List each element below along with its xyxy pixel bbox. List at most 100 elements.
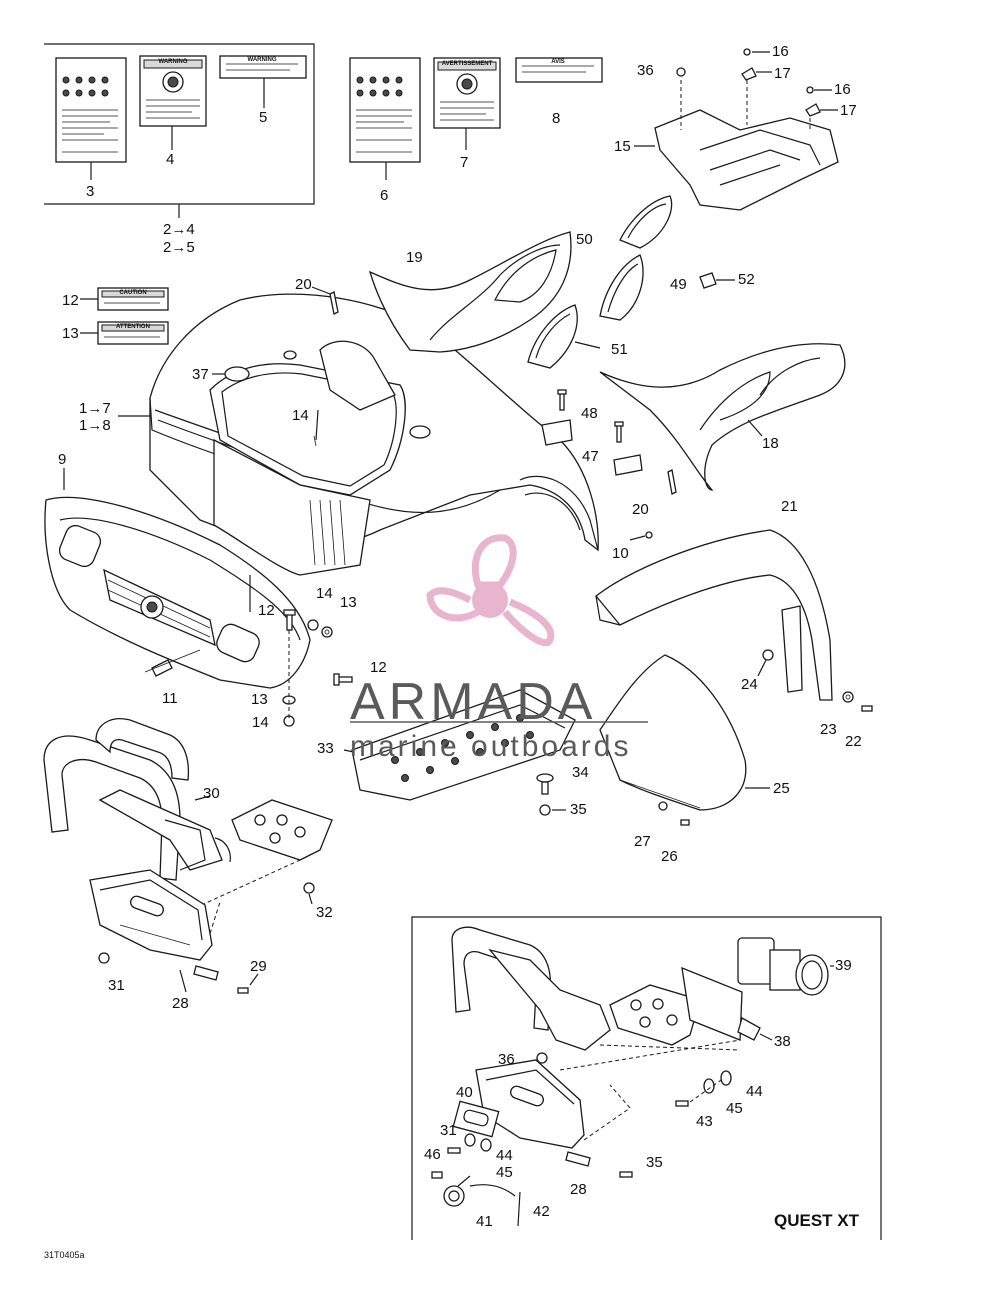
watermark-tagline: marine outboards (350, 730, 632, 763)
front-bumper-9 (44, 496, 311, 689)
inset-washer-45-a (703, 1078, 715, 1094)
clip-17-a (741, 67, 757, 81)
callout-49: 49 (670, 276, 687, 293)
callout-51: 51 (611, 341, 628, 358)
callout-27: 27 (634, 833, 651, 850)
propeller-logo-icon (426, 534, 555, 647)
cable-42 (469, 1184, 521, 1227)
callout-8: 8 (552, 110, 561, 127)
callout-14-hood: 14 (292, 407, 309, 424)
fastener-34 (536, 773, 554, 795)
callout-1-to-7: 1→7 (79, 400, 111, 417)
decal-group-frame (44, 43, 315, 218)
callout-45-inset: 45 (496, 1164, 513, 1181)
screw-16-b (806, 86, 814, 94)
callout-38: 38 (774, 1033, 791, 1050)
bracket-47 (541, 419, 643, 476)
callout-21: 21 (781, 498, 798, 515)
callout-31: 31 (108, 977, 125, 994)
callout-32: 32 (316, 904, 333, 921)
inset-washer-44-a (720, 1070, 732, 1086)
callout-26: 26 (661, 848, 678, 865)
callout-12-upper: 12 (258, 602, 275, 619)
callout-17-b: 17 (840, 102, 857, 119)
callout-11: 11 (162, 690, 178, 707)
decal-5 (219, 55, 307, 108)
vent-grille-49 (599, 254, 644, 321)
nut-36-a (676, 67, 686, 77)
nut-32 (303, 882, 315, 894)
side-panel-18 (599, 343, 846, 491)
callout-22: 22 (845, 733, 862, 750)
winch-bracket-38 (681, 966, 773, 1041)
callout-19: 19 (406, 249, 423, 266)
plug-37 (212, 366, 250, 382)
decal-5-caption: WARNING (247, 57, 277, 63)
inset-washer-44-b (480, 1138, 492, 1152)
callout-13-upper: 13 (340, 594, 357, 611)
callout-42: 42 (533, 1203, 550, 1220)
trim-strip-20-upper (329, 291, 339, 315)
front-fender-assembly (149, 293, 599, 576)
screw-26 (680, 819, 690, 826)
callout-43: 43 (696, 1113, 713, 1130)
screw-16-a (743, 48, 751, 56)
rear-support-15 (634, 109, 839, 211)
inset-mount-plate (609, 984, 701, 1046)
callout-46: 46 (424, 1146, 441, 1163)
bolt-48 (557, 389, 624, 443)
callout-6: 6 (380, 187, 389, 204)
callout-35: 35 (570, 801, 587, 818)
inset-screw-31-b (447, 1147, 461, 1154)
inset-skid-tray-28 (475, 1059, 591, 1167)
callout-24: 24 (741, 676, 758, 693)
nut-24 (762, 649, 774, 661)
winch-39 (737, 937, 834, 996)
callout-9: 9 (58, 451, 67, 468)
drawing-reference-code: 31T0405a (44, 1250, 85, 1260)
callout-17-a: 17 (774, 65, 791, 82)
washer-13-upper (321, 626, 333, 638)
callout-37: 37 (192, 366, 209, 383)
front-bumper-guard-30 (43, 718, 231, 881)
decal-8-caption: AVIS (551, 59, 565, 65)
vent-grille-50 (619, 195, 673, 249)
decal-13-caption: ATTENTION (116, 324, 150, 330)
callout-25: 25 (773, 780, 790, 797)
callout-2-to-5: 2→5 (163, 239, 195, 256)
inset-title: QUEST XT (774, 1211, 860, 1230)
callout-5: 5 (259, 109, 268, 126)
rear-fender-21 (595, 529, 833, 701)
callout-13-decal: 13 (62, 325, 79, 342)
callout-45: 45 (726, 1100, 743, 1117)
screw-29 (237, 987, 249, 994)
decal-13 (80, 321, 169, 345)
inset-washer-45-b (464, 1133, 476, 1147)
callout-15: 15 (614, 138, 631, 155)
callout-16-b: 16 (834, 81, 851, 98)
washer-23 (842, 691, 854, 703)
callout-44: 44 (746, 1083, 763, 1100)
screw-22 (861, 705, 873, 712)
callout-16-a: 16 (772, 43, 789, 60)
callout-40: 40 (456, 1084, 473, 1101)
callout-33: 33 (317, 740, 334, 757)
decal-6 (349, 57, 421, 180)
callout-36-inset: 36 (498, 1051, 515, 1068)
screw-12-lower (333, 673, 353, 686)
callout-14-lower: 14 (252, 714, 269, 731)
inset-bumper-guard (451, 926, 611, 1051)
decal-12 (80, 287, 169, 311)
decal-12-caption: CAUTION (119, 290, 147, 296)
decal-4 (139, 55, 207, 150)
mount-plate-upper (231, 799, 333, 861)
mud-flap-25 (599, 654, 747, 811)
callout-18: 18 (762, 435, 779, 452)
callout-30: 30 (203, 785, 220, 802)
callout-36: 36 (637, 62, 654, 79)
decal-4-caption: WARNING (158, 59, 188, 65)
callout-14-upper: 14 (316, 585, 333, 602)
screw-11 (144, 649, 201, 677)
callout-12-lower: 12 (370, 659, 387, 676)
